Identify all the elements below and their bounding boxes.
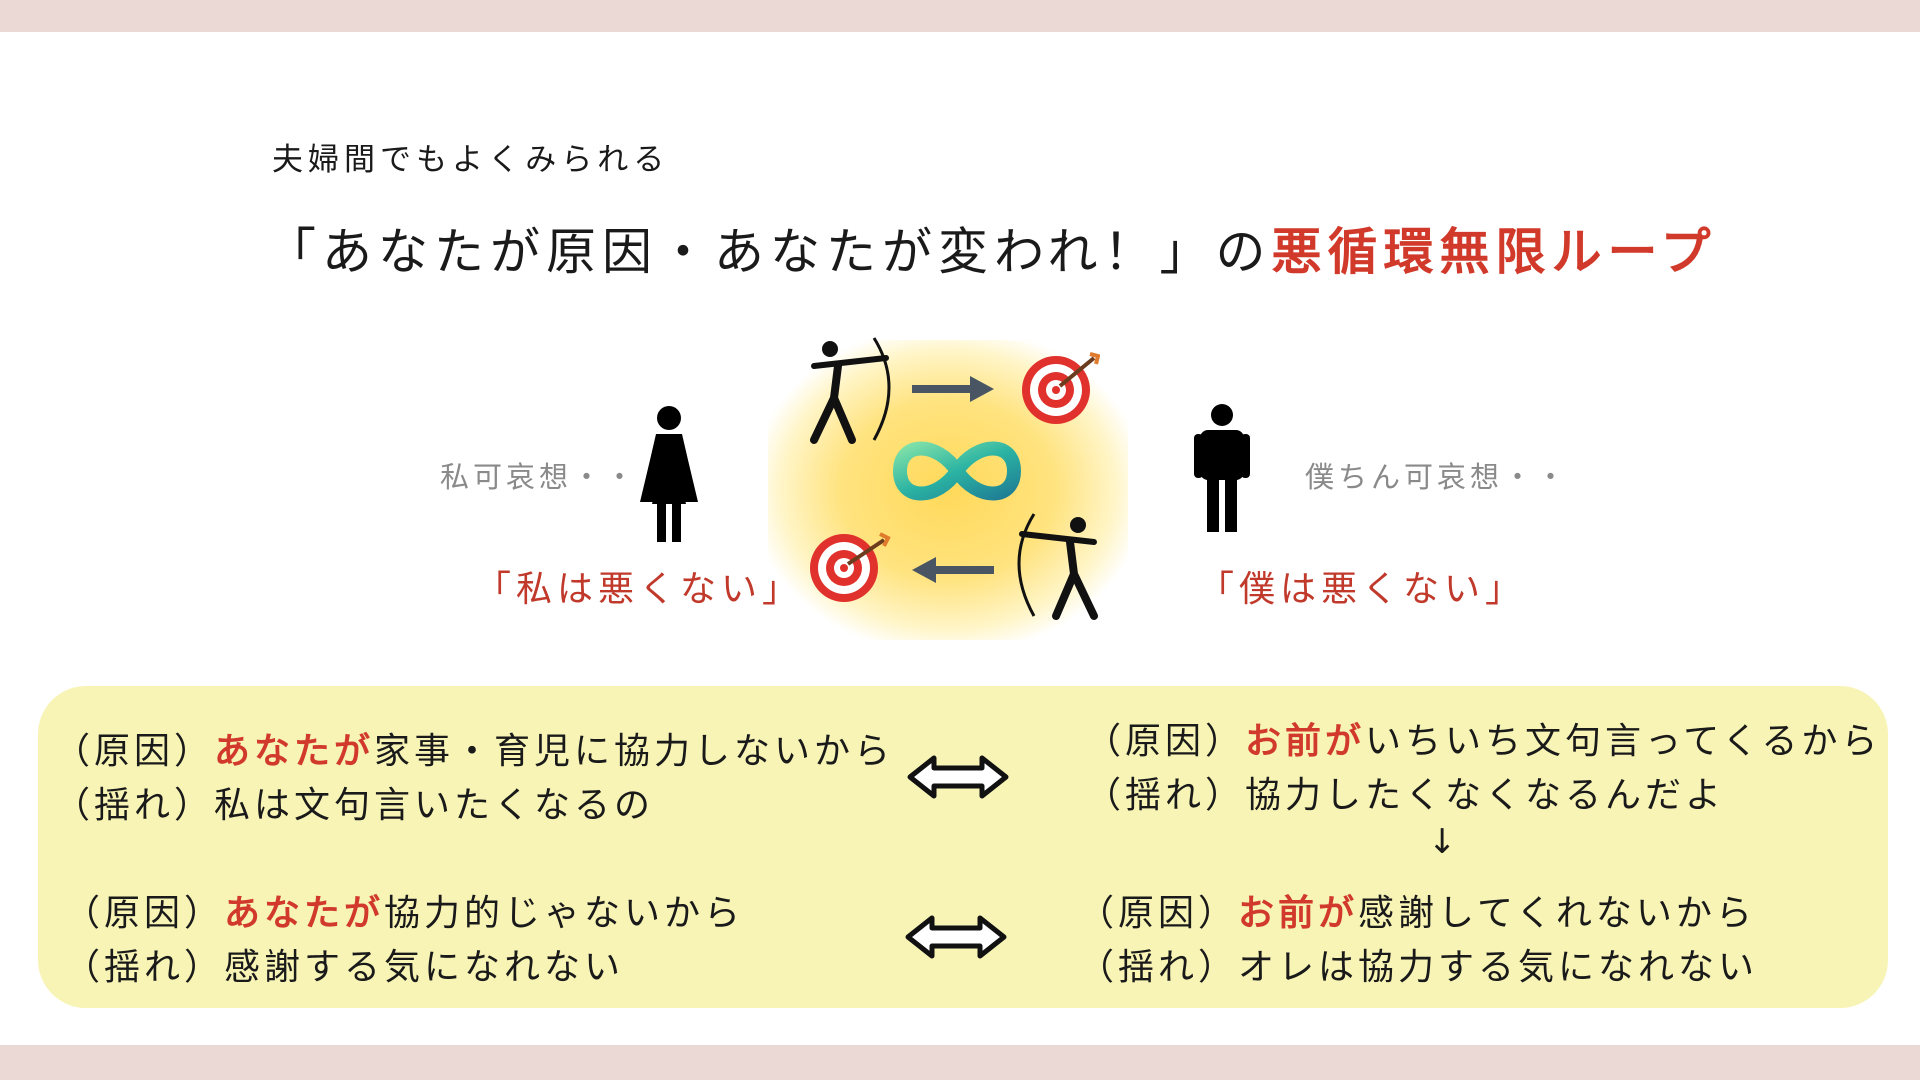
block1-right-sway: （揺れ）協力したくなくなるんだよ <box>1085 775 1726 816</box>
man-icon <box>1194 404 1250 532</box>
block2-left-sway: （揺れ）感謝する気になれない <box>64 947 625 988</box>
archer-icon <box>1017 513 1098 620</box>
bottom-band <box>0 1045 1920 1080</box>
double-arrow-icon <box>907 755 1009 799</box>
archer-icon <box>810 337 891 444</box>
block2-right-sway: （揺れ）オレは協力する気になれない <box>1078 947 1759 988</box>
target-icon <box>810 532 891 602</box>
left-thought: 私可哀想・・ <box>440 460 639 494</box>
right-quote: 「僕は悪くない」 <box>1198 569 1527 610</box>
block2-left-cause: （原因）あなたが協力的じゃないから <box>64 893 745 934</box>
infinity-icon <box>892 441 1022 501</box>
top-band <box>0 0 1920 32</box>
title-main: 「あなたが原因・あなたが変われ！」の <box>266 223 1272 281</box>
block1-right-cause: （原因）お前がいちいち文句言ってくるから <box>1085 721 1882 762</box>
dialogue-panel <box>38 686 1888 1008</box>
subtitle: 夫婦間でもよくみられる <box>272 142 670 178</box>
block2-right-cause: （原因）お前が感謝してくれないから <box>1078 893 1756 934</box>
right-thought: 僕ちん可哀想・・ <box>1305 460 1570 494</box>
right-arrow-icon <box>912 376 994 402</box>
down-arrow: ↓ <box>1428 822 1457 862</box>
left-quote: 「私は悪くない」 <box>475 569 804 610</box>
left-arrow-icon <box>912 557 994 583</box>
woman-icon <box>640 406 698 542</box>
block1-left-cause: （原因）あなたが家事・育児に協力しないから <box>54 731 895 772</box>
title-accent: 悪循環無限ループ <box>1271 223 1717 281</box>
page-title: 「あなたが原因・あなたが変われ！」の悪循環無限ループ <box>266 212 1717 284</box>
block1-left-sway: （揺れ）私は文句言いたくなるの <box>54 785 655 826</box>
double-arrow-icon <box>905 915 1007 959</box>
target-icon <box>1022 352 1100 424</box>
